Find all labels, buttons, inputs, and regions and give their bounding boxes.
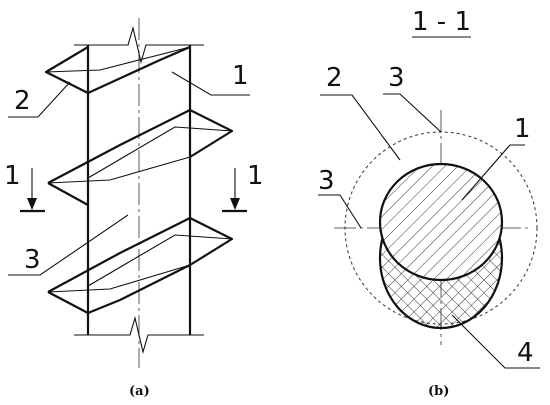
label-3-top: 3 bbox=[388, 63, 405, 93]
leader-4-right bbox=[451, 314, 540, 369]
label-3-right-left: 3 bbox=[318, 166, 335, 196]
label-3-left: 3 bbox=[24, 245, 41, 275]
label-1-left: 1 bbox=[232, 61, 249, 91]
helical-flight-1 bbox=[44, 45, 191, 94]
bottom-break-line bbox=[74, 315, 204, 355]
label-1-right: 1 bbox=[514, 114, 531, 144]
section-label-left: 1 bbox=[4, 161, 21, 191]
section-mark-right: 1 bbox=[222, 161, 264, 213]
leader-3-left bbox=[8, 214, 129, 276]
caption-b: (b) bbox=[428, 384, 449, 399]
section-mark-left: 1 bbox=[4, 161, 45, 213]
helical-flight-3 bbox=[47, 217, 234, 315]
top-break-line bbox=[74, 25, 204, 65]
leader-3-top bbox=[383, 93, 442, 133]
leader-3-left bbox=[318, 194, 362, 229]
helical-flight-2 bbox=[47, 109, 234, 206]
leader-1-right bbox=[461, 144, 525, 201]
upper-section-hatch bbox=[380, 164, 502, 280]
caption-a: (a) bbox=[129, 384, 150, 399]
label-4-right: 4 bbox=[517, 338, 534, 368]
leader-2-left bbox=[8, 81, 71, 118]
cross-section-view: 1 - 1 2 3 3 1 4 (b) bbox=[318, 7, 540, 399]
screw-elevation-view: 1 1 1 2 3 (a) bbox=[4, 18, 264, 399]
section-label-right: 1 bbox=[247, 161, 264, 191]
section-title: 1 - 1 bbox=[412, 7, 471, 37]
label-2-left: 2 bbox=[14, 86, 31, 116]
upper-section-outline bbox=[378, 162, 504, 282]
label-2-right: 2 bbox=[326, 63, 343, 93]
leader-2-right bbox=[320, 94, 401, 161]
leader-1-left bbox=[171, 71, 250, 96]
